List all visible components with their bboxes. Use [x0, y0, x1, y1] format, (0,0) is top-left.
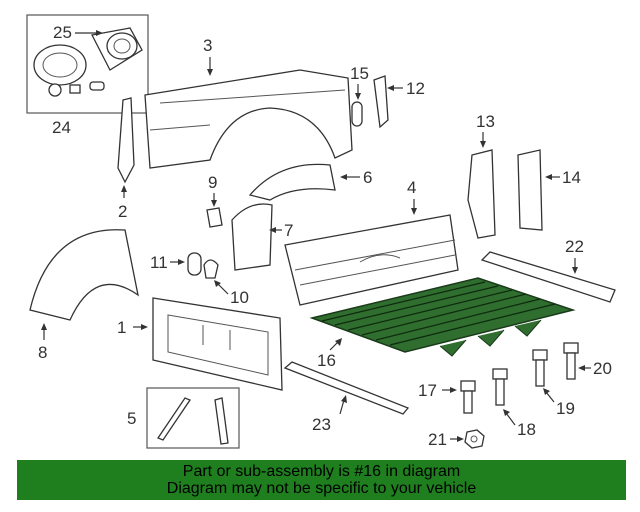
callout-11: 11 [150, 253, 168, 272]
part-22 [480, 251, 616, 303]
part-12 [373, 75, 389, 129]
callout-19: 19 [556, 399, 575, 418]
callout-23: 23 [312, 415, 331, 434]
callout-21: 21 [428, 430, 447, 449]
footer-banner: Part or sub-assembly is #16 in diagram D… [17, 460, 626, 500]
callout-18: 18 [517, 420, 536, 439]
callout-14: 14 [562, 168, 581, 187]
part-11 [187, 252, 202, 276]
footer-line-2: Diagram may not be specific to your vehi… [166, 480, 477, 497]
part-13 [467, 149, 496, 239]
callout-4: 4 [407, 178, 416, 197]
part-7 [231, 203, 273, 271]
bed-side-panel [144, 69, 353, 169]
seal-inset [146, 387, 240, 449]
part-15 [351, 101, 363, 127]
part-6 [248, 163, 336, 201]
part-10 [203, 259, 219, 279]
callout-9: 9 [208, 173, 217, 192]
bed-floor-highlighted [309, 277, 576, 357]
callout-12: 12 [406, 79, 425, 98]
bolt-18 [492, 368, 508, 406]
callout-20: 20 [593, 359, 612, 378]
nut-21 [464, 429, 485, 449]
callout-3: 3 [203, 36, 212, 55]
parts-diagram: 25 24 3 15 12 2 6 9 7 8 11 10 4 [26, 14, 616, 449]
callout-7: 7 [284, 221, 293, 240]
part-14 [517, 149, 543, 231]
callout-10: 10 [230, 288, 249, 307]
footer-line-1: Part or sub-assembly is #16 in diagram [182, 463, 461, 480]
callout-16: 16 [317, 351, 336, 370]
part-23 [283, 361, 410, 415]
callout-8: 8 [38, 343, 47, 362]
bed-front-panel [284, 214, 459, 306]
callout-2: 2 [118, 202, 127, 221]
part-9 [206, 207, 223, 228]
callout-15: 15 [350, 64, 369, 83]
callout-22: 22 [565, 237, 584, 256]
bolt-20 [563, 342, 579, 380]
callout-17: 17 [418, 381, 437, 400]
callout-24: 24 [52, 118, 71, 137]
tailgate [152, 297, 283, 391]
bolt-17 [460, 380, 476, 414]
callout-25: 25 [53, 23, 72, 42]
fuel-door-inset [26, 14, 149, 114]
part-8 [29, 229, 139, 321]
callout-13: 13 [476, 112, 495, 131]
bolt-19 [532, 349, 548, 387]
part-2 [117, 97, 135, 184]
callout-5: 5 [127, 409, 136, 428]
callout-6: 6 [363, 168, 372, 187]
callout-1: 1 [117, 318, 126, 337]
